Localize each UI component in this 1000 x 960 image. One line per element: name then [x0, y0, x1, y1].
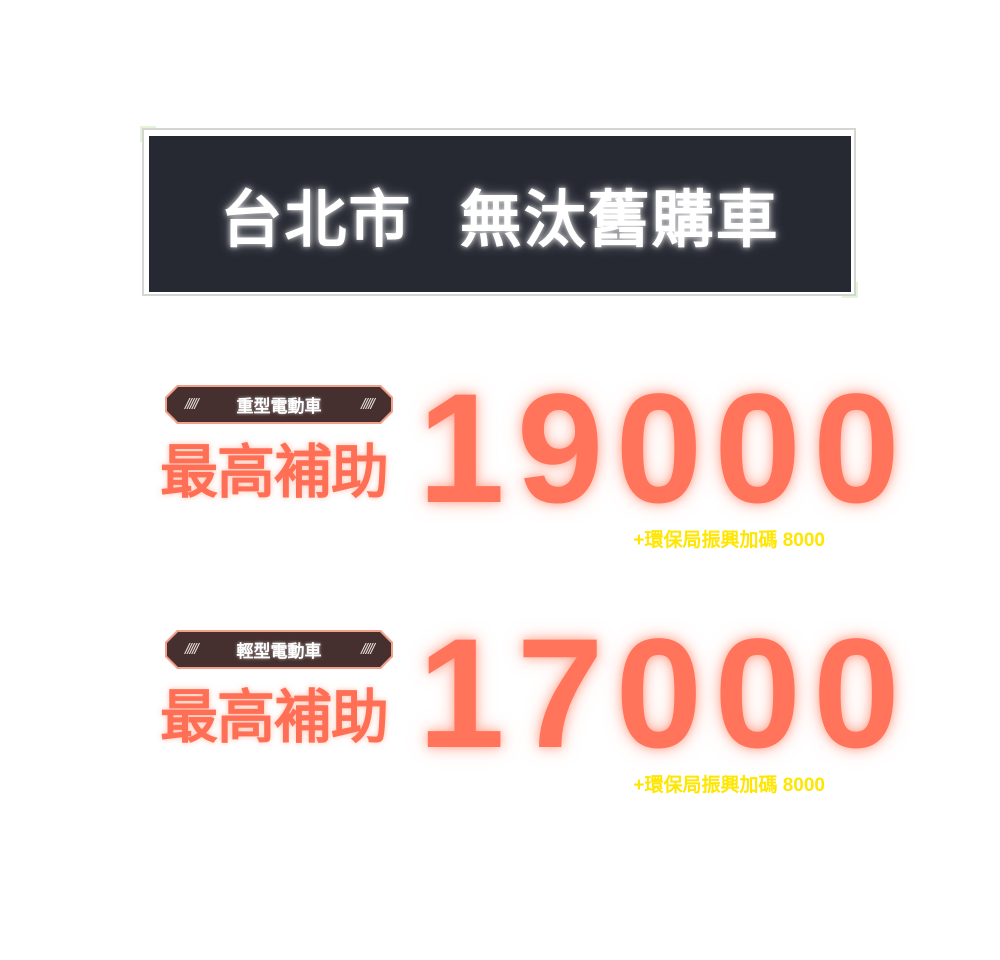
category-label: 輕型電動車	[236, 642, 322, 662]
title-frame	[140, 126, 858, 298]
subsidy-amount: 19000	[418, 362, 912, 536]
category-badge: ///// 重型電動車 /////	[165, 385, 393, 424]
bonus-note: +環保局振興加碼 8000	[633, 775, 825, 796]
slash-decoration-icon: /////	[361, 642, 375, 657]
page-title: 台北市 無汰舊購車	[220, 183, 780, 256]
slash-decoration-icon: /////	[185, 397, 199, 412]
category-badge: ///// 輕型電動車 /////	[165, 630, 393, 669]
offer-light-ev: ///// 輕型電動車 ///// 最高補助 17000 +環保局振興加碼 80…	[0, 607, 1000, 830]
subsidy-label: 最高補助	[160, 683, 389, 751]
slash-decoration-icon: /////	[361, 397, 375, 412]
subsidy-label: 最高補助	[160, 438, 389, 506]
subsidy-amount: 17000	[418, 607, 912, 781]
category-label: 重型電動車	[236, 397, 322, 417]
offer-heavy-ev: ///// 重型電動車 ///// 最高補助 19000 +環保局振興加碼 80…	[0, 362, 1000, 585]
title-banner: 台北市 無汰舊購車	[149, 136, 851, 292]
slash-decoration-icon: /////	[185, 642, 199, 657]
bonus-note: +環保局振興加碼 8000	[633, 530, 825, 551]
